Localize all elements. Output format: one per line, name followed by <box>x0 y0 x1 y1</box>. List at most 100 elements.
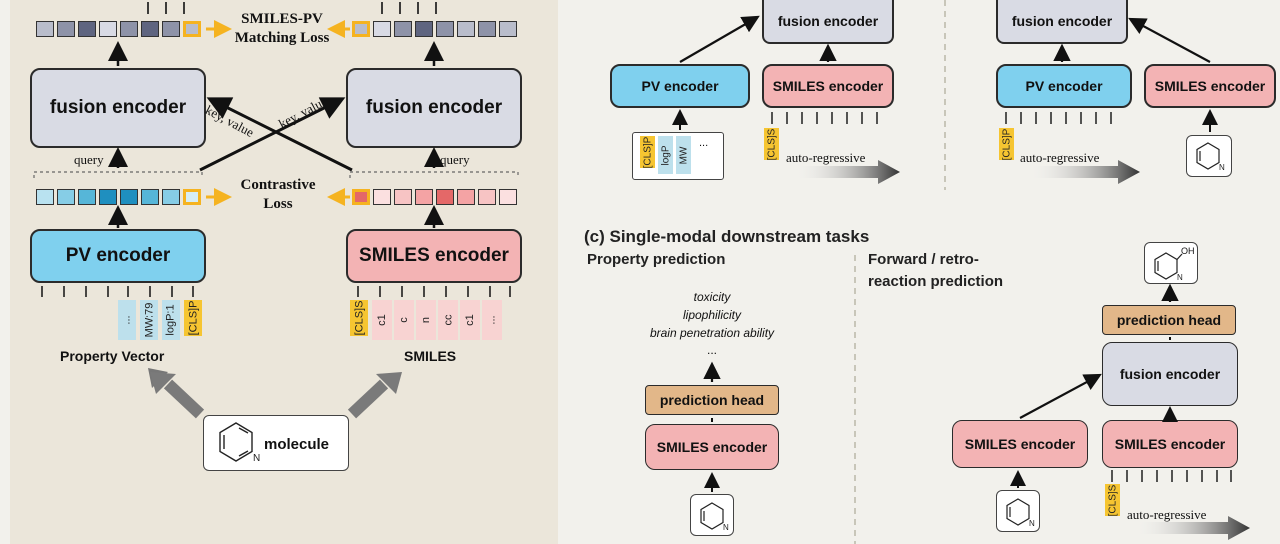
token-cell <box>352 189 370 205</box>
panel-a-autoreg-label: auto-regressive <box>786 150 866 165</box>
token-cell <box>183 189 201 205</box>
pyridine-molecule-icon: N <box>1006 498 1035 528</box>
token-cell <box>162 189 180 205</box>
panel-b-smiles-encoder: SMILES encoder <box>1144 64 1276 108</box>
panel-b-arrow-smiles-fusion <box>1128 17 1211 63</box>
panel-b-pv-input-arrows <box>1005 112 1112 124</box>
bracket-right <box>349 171 519 178</box>
panel-b-pv-encoder: PV encoder <box>996 64 1132 108</box>
smiles-token: c1 <box>372 300 392 340</box>
token-cell <box>162 21 180 37</box>
token-cell <box>141 189 159 205</box>
molecule-box <box>203 415 349 471</box>
smiles-token: cc <box>438 300 458 340</box>
forward-autoreg-arrow <box>1130 516 1250 540</box>
molecule-label: molecule <box>264 436 330 453</box>
smiles-token: c <box>394 300 414 340</box>
token-cell <box>36 189 54 205</box>
output-ellipsis: ... <box>706 343 717 357</box>
gray-arrow-left-shaft <box>163 379 205 419</box>
forward-smiles-encoder-left: SMILES encoder <box>952 420 1088 468</box>
token-cell <box>499 21 517 37</box>
panel-b-molecule-box <box>1186 135 1232 177</box>
pyridine-molecule-icon: N <box>219 422 260 464</box>
token-cell <box>141 21 159 37</box>
output-brain-penetration: brain penetration ability <box>649 326 775 340</box>
svg-text:N: N <box>1177 273 1183 282</box>
svg-text:N: N <box>1029 519 1035 528</box>
token-cell <box>183 21 201 37</box>
token-cell <box>415 189 433 205</box>
forward-prediction-head: prediction head <box>1102 305 1236 335</box>
pv-input-arrows <box>41 286 194 297</box>
token-cell <box>78 189 96 205</box>
product-molecule-box <box>1144 242 1198 284</box>
cross-arrow-to-left <box>206 97 353 172</box>
forward-fusion-encoder: fusion encoder <box>1102 342 1238 406</box>
panel-a-smiles-cls: [CLS]S <box>764 128 779 160</box>
token-cell <box>415 21 433 37</box>
token-cell <box>99 21 117 37</box>
panel-a-autoreg-arrow <box>790 160 900 184</box>
token-cell <box>478 21 496 37</box>
pv-token: logP:1 <box>162 300 180 340</box>
token-cell <box>373 189 391 205</box>
token-cell <box>352 21 370 37</box>
pv-cls-token: [CLS]P <box>184 300 202 336</box>
panel-a-arrow-pv-fusion <box>679 15 760 63</box>
token-cell <box>57 21 75 37</box>
token-cell <box>457 189 475 205</box>
smiles-encoder-box: SMILES encoder <box>346 229 522 283</box>
token-cell <box>57 189 75 205</box>
token-cell <box>373 21 391 37</box>
pv-token: MW:79 <box>140 300 158 340</box>
panel-a-smiles-encoder: SMILES encoder <box>762 64 894 108</box>
panel-b-autoreg-arrow <box>1024 160 1140 184</box>
contrastive-loss-label: Contrastive Loss <box>240 177 316 212</box>
panel-a-logp-token: logP <box>658 136 673 174</box>
token-cell <box>394 21 412 37</box>
smiles-token: ... <box>482 300 502 340</box>
token-cell <box>78 21 96 37</box>
panel-b-cls-token: [CLS]P <box>999 128 1014 160</box>
query-label-right: query <box>440 152 470 167</box>
smiles-label: SMILES <box>404 348 457 364</box>
panel-b-autoreg-label: auto-regressive <box>1020 150 1100 165</box>
svg-text:N: N <box>723 523 729 532</box>
token-cell <box>436 189 454 205</box>
smiles-token: n <box>416 300 436 340</box>
forward-autoreg-label: auto-regressive <box>1127 507 1207 522</box>
gray-arrow-left-head <box>150 372 176 394</box>
query-label-left: query <box>74 152 104 167</box>
smiles-cls-token: [CLS]S <box>350 300 368 336</box>
property-smiles-encoder: SMILES encoder <box>645 424 779 470</box>
token-cell <box>394 189 412 205</box>
top-small-arrows <box>147 2 437 14</box>
svg-text:N: N <box>253 453 260 464</box>
pv-encoder-box: PV encoder <box>30 229 206 283</box>
panel-c-title: (c) Single-modal downstream tasks <box>584 227 870 246</box>
token-cell <box>457 21 475 37</box>
output-toxicity: toxicity <box>693 290 731 304</box>
forward-cls-token: [CLS]S <box>1105 484 1120 516</box>
token-cell <box>478 189 496 205</box>
output-lipophilicity: lipophilicity <box>682 308 742 322</box>
property-prediction-title: Property prediction <box>587 251 726 268</box>
token-cell <box>499 189 517 205</box>
forward-title-line2: reaction prediction <box>868 273 1004 290</box>
bracket-left <box>33 171 203 178</box>
property-vector-label: Property Vector <box>60 348 165 364</box>
panel-a-pv-encoder: PV encoder <box>610 64 750 108</box>
cross-arrow-to-right <box>199 97 346 172</box>
pv-token: ... <box>118 300 136 340</box>
oh-label: OH <box>1181 246 1195 256</box>
gray-arrow-right-shaft <box>347 379 389 419</box>
pyridine-molecule-icon: N <box>700 502 729 532</box>
token-cell <box>120 189 138 205</box>
arrow-left-smiles-fusion <box>1019 373 1102 419</box>
forward-input-arrows <box>1111 470 1232 482</box>
smiles-input-arrows <box>357 286 511 297</box>
gray-arrow-right-head <box>376 372 402 394</box>
pyridinone-molecule-icon: N <box>1154 252 1183 282</box>
